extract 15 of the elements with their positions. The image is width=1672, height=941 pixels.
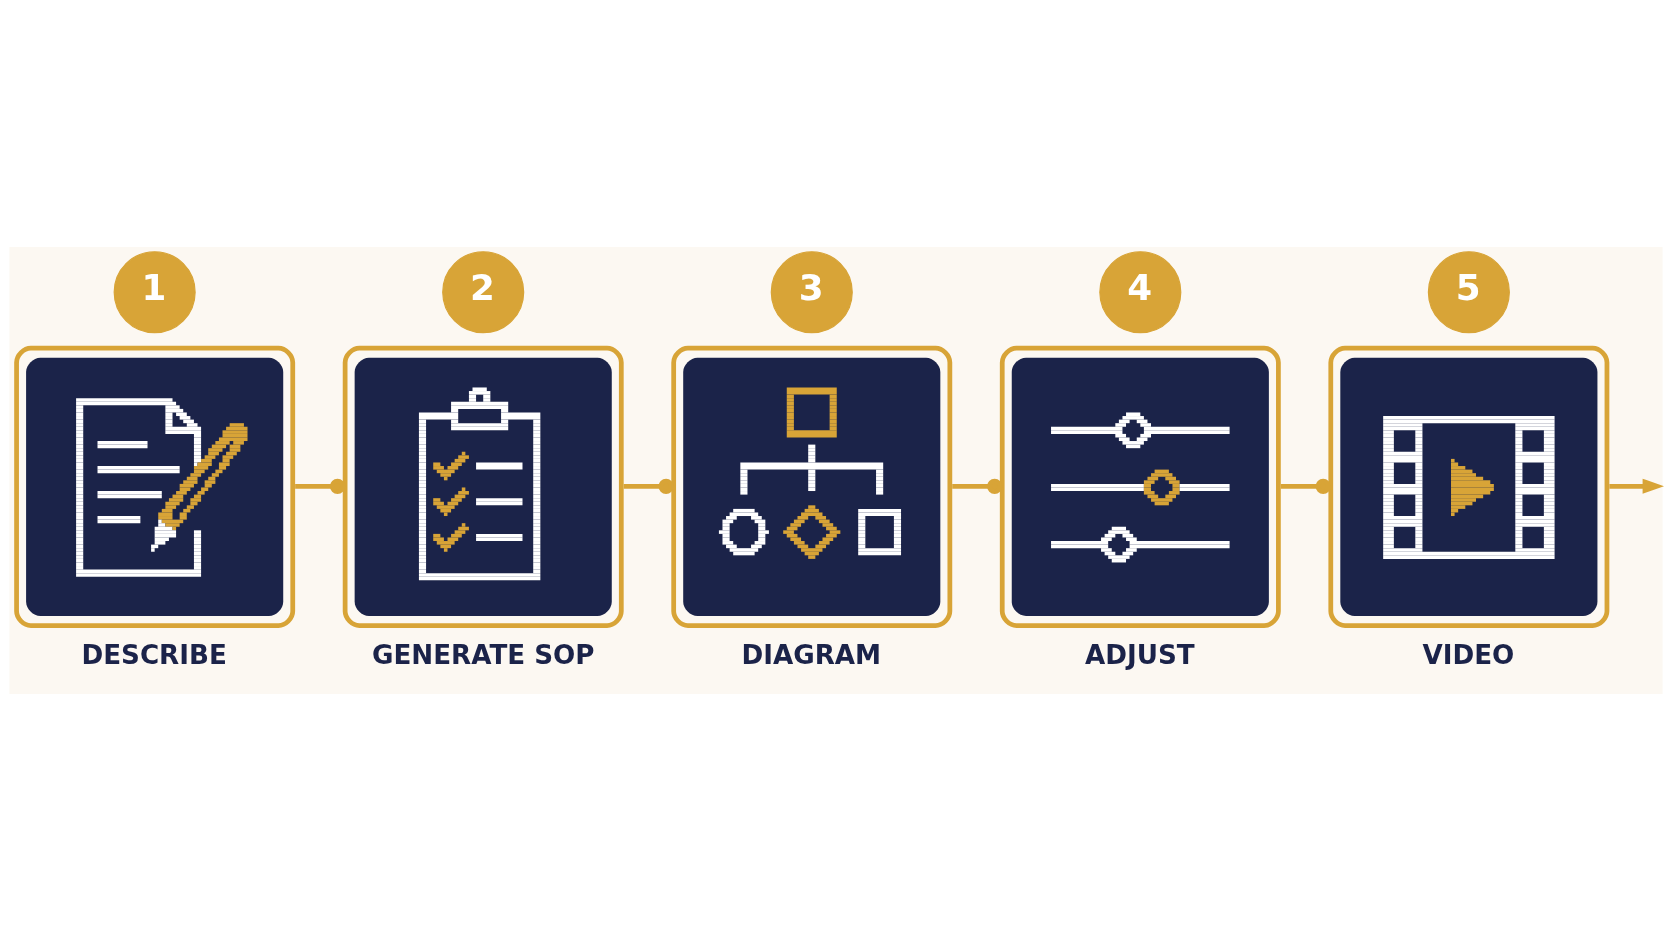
node-label: GENERATE SOP [371, 640, 595, 671]
node-label: DIAGRAM [741, 640, 882, 671]
node-label: DESCRIBE [81, 640, 227, 671]
arrow [1609, 478, 1664, 494]
node-circle: 4 [1099, 251, 1182, 334]
node-label: VIDEO [1422, 640, 1515, 671]
node-circle: 1 [113, 251, 196, 334]
connector [623, 478, 674, 494]
connector [295, 478, 346, 494]
connector [1280, 478, 1331, 494]
node-circle: 5 [1427, 251, 1510, 334]
node-circle: 2 [442, 251, 525, 334]
node-label: ADJUST [1084, 640, 1195, 671]
node-circle: 3 [770, 251, 853, 334]
connector [952, 478, 1003, 494]
